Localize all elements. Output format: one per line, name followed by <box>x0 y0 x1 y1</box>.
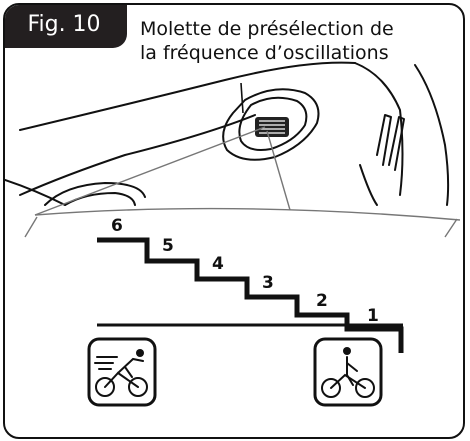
zoom-lines <box>24 126 461 238</box>
leader-line <box>240 82 244 114</box>
stair-label-5: 5 <box>162 236 174 256</box>
dial-knob <box>255 117 289 137</box>
stair-label-1: 1 <box>367 306 379 326</box>
figure-caption: Molette de présélection de la fréquence … <box>140 17 460 65</box>
caption-line-1: Molette de présélection de <box>140 18 394 40</box>
caption-line-2: la fréquence d’oscillations <box>140 42 389 64</box>
illustration: 6 5 4 3 2 1 <box>5 61 461 407</box>
stair-label-3: 3 <box>262 273 274 293</box>
figure-frame: 6 5 4 3 2 1 <box>3 3 465 439</box>
stair-label-6: 6 <box>111 216 123 236</box>
figure-tab: Fig. 10 <box>5 5 127 48</box>
stair-label-2: 2 <box>316 291 328 311</box>
stair-labels: 6 5 4 3 2 1 <box>111 216 379 326</box>
figure-label: Fig. 10 <box>27 12 101 37</box>
stair-label-4: 4 <box>212 254 224 274</box>
bike-frame-drawing <box>5 61 450 206</box>
slow-cyclist-icon <box>313 337 383 407</box>
frequency-staircase <box>97 237 404 353</box>
fast-cyclist-icon <box>87 337 157 407</box>
